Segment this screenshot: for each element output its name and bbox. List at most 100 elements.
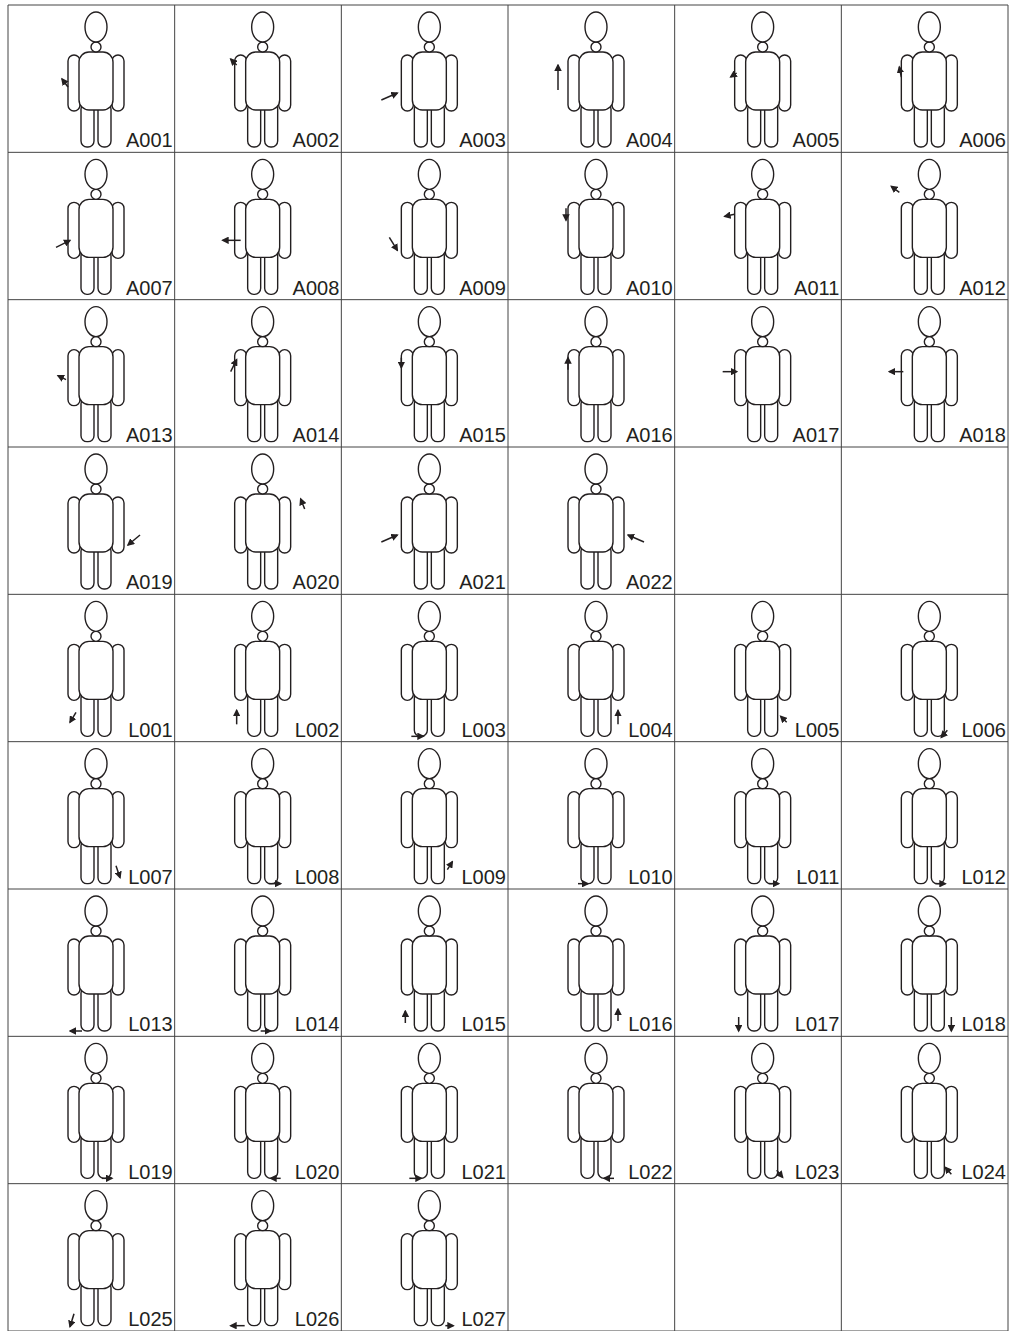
figure-cell [566, 159, 624, 294]
head [752, 12, 774, 42]
figure-cell [401, 307, 457, 442]
grid-line [8, 447, 1008, 448]
body-part [68, 939, 80, 995]
body-part [579, 52, 613, 110]
neck [91, 42, 101, 52]
neck [924, 189, 934, 199]
figure-cell [731, 12, 791, 147]
body-part [246, 1231, 280, 1289]
body-part [579, 494, 613, 552]
body-part [912, 789, 946, 847]
body-part [79, 936, 113, 994]
cell-code: L015 [462, 1013, 507, 1035]
cell-code: L013 [128, 1013, 173, 1035]
neck [258, 484, 268, 494]
body-part [568, 939, 580, 995]
motion-arrow [269, 883, 281, 885]
figure-cell [68, 896, 124, 1031]
head [752, 1043, 774, 1073]
body-part [68, 1086, 80, 1142]
figure-cell [68, 749, 124, 884]
cell-code: L016 [628, 1013, 673, 1035]
figure-cell [735, 601, 791, 736]
body-part [279, 350, 291, 406]
body-part [79, 641, 113, 699]
figure-cell [68, 1191, 124, 1327]
body-part [579, 199, 613, 257]
head [252, 1043, 274, 1073]
head [418, 454, 440, 484]
cell-code: A021 [459, 571, 506, 593]
cell-code: L020 [295, 1161, 340, 1183]
neck [924, 42, 934, 52]
body-part [746, 1083, 780, 1141]
figure-cell [58, 307, 124, 442]
figure-cell [235, 896, 291, 1031]
grid-lines [8, 5, 1008, 1331]
figure-cell [62, 12, 124, 147]
body-part [612, 939, 624, 995]
body-part [412, 789, 446, 847]
body-part [79, 494, 113, 552]
cell-code: A013 [126, 424, 173, 446]
body-part [112, 55, 124, 111]
body-part [235, 1086, 247, 1142]
motion-arrow [617, 1009, 619, 1021]
body-part [112, 202, 124, 258]
head [918, 307, 940, 337]
body-part [401, 939, 413, 995]
head [85, 749, 107, 779]
neck [91, 779, 101, 789]
figure-cell [725, 159, 791, 294]
cell-code: L014 [295, 1013, 340, 1035]
body-part [112, 1234, 124, 1290]
body-part [412, 199, 446, 257]
figure-cell [68, 1043, 124, 1178]
cell-code: A022 [626, 571, 673, 593]
head [85, 601, 107, 631]
head [418, 159, 440, 189]
body-part [779, 1086, 791, 1142]
body-part [912, 641, 946, 699]
figure-cell [901, 749, 957, 884]
body-part [579, 347, 613, 405]
body-part [235, 350, 247, 406]
body-part [112, 1086, 124, 1142]
head [918, 601, 940, 631]
cell-code: A006 [959, 129, 1006, 151]
neck [424, 337, 434, 347]
motion-arrow [738, 1017, 740, 1031]
neck [758, 1073, 768, 1083]
motion-arrow [769, 883, 779, 885]
figure-cell [56, 159, 124, 294]
motion-arrow [941, 730, 947, 737]
neck [424, 1221, 434, 1231]
body-part [79, 199, 113, 257]
body-part [401, 55, 413, 111]
cell-code: A002 [293, 129, 340, 151]
body-part [735, 202, 747, 258]
body-part [746, 347, 780, 405]
neck [91, 189, 101, 199]
figure-cell [723, 307, 791, 442]
motion-arrow [301, 499, 305, 509]
body-part [779, 939, 791, 995]
cell-code: L006 [962, 719, 1007, 741]
body-part [445, 350, 457, 406]
head [418, 1191, 440, 1221]
figure-cell [235, 1043, 291, 1178]
body-part [112, 644, 124, 700]
head [418, 1043, 440, 1073]
body-part [112, 350, 124, 406]
body-part [235, 939, 247, 995]
figure-cell [568, 896, 624, 1031]
cell-code: L018 [962, 1013, 1007, 1035]
body-part [279, 792, 291, 848]
motion-arrow [628, 535, 644, 542]
neck [258, 926, 268, 936]
cell-code: L002 [295, 719, 340, 741]
body-part [612, 792, 624, 848]
head [85, 1191, 107, 1221]
head [752, 307, 774, 337]
figure-cell [568, 601, 624, 736]
